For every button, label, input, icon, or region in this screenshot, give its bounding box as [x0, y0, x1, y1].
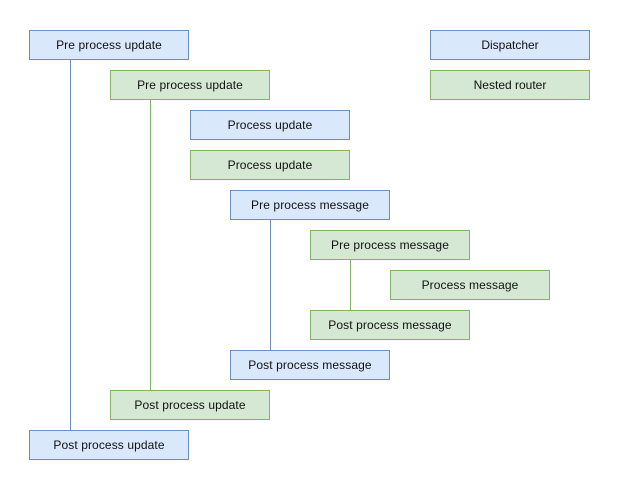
- node-label: Post process update: [53, 437, 165, 452]
- legend-item-dispatcher[interactable]: Dispatcher: [430, 30, 590, 60]
- node-post-process-update-dispatcher[interactable]: Post process update: [29, 430, 189, 460]
- node-process-message-router[interactable]: Process message: [390, 270, 550, 300]
- node-pre-process-message-router[interactable]: Pre process message: [310, 230, 470, 260]
- node-label: Process message: [421, 277, 519, 292]
- node-process-update-dispatcher[interactable]: Process update: [190, 110, 350, 140]
- node-label: Post process update: [134, 397, 246, 412]
- node-post-process-message-router[interactable]: Post process message: [310, 310, 470, 340]
- node-label: Process update: [227, 117, 313, 132]
- node-post-process-update-router[interactable]: Post process update: [110, 390, 270, 420]
- node-label: Pre process message: [331, 237, 449, 252]
- node-pre-process-update-dispatcher[interactable]: Pre process update: [29, 30, 189, 60]
- node-label: Pre process update: [56, 37, 162, 52]
- node-post-process-message-dispatcher[interactable]: Post process message: [230, 350, 390, 380]
- node-pre-process-update-router[interactable]: Pre process update: [110, 70, 270, 100]
- legend-item-label: Nested router: [473, 78, 547, 92]
- node-process-update-router[interactable]: Process update: [190, 150, 350, 180]
- legend-item-label: Dispatcher: [481, 38, 539, 52]
- node-pre-process-message-dispatcher[interactable]: Pre process message: [230, 190, 390, 220]
- node-label: Pre process message: [251, 197, 369, 212]
- node-label: Pre process update: [137, 77, 243, 92]
- node-label: Process update: [227, 157, 313, 172]
- node-label: Post process message: [248, 357, 372, 372]
- legend-item-nested-router[interactable]: Nested router: [430, 70, 590, 100]
- node-label: Post process message: [328, 317, 452, 332]
